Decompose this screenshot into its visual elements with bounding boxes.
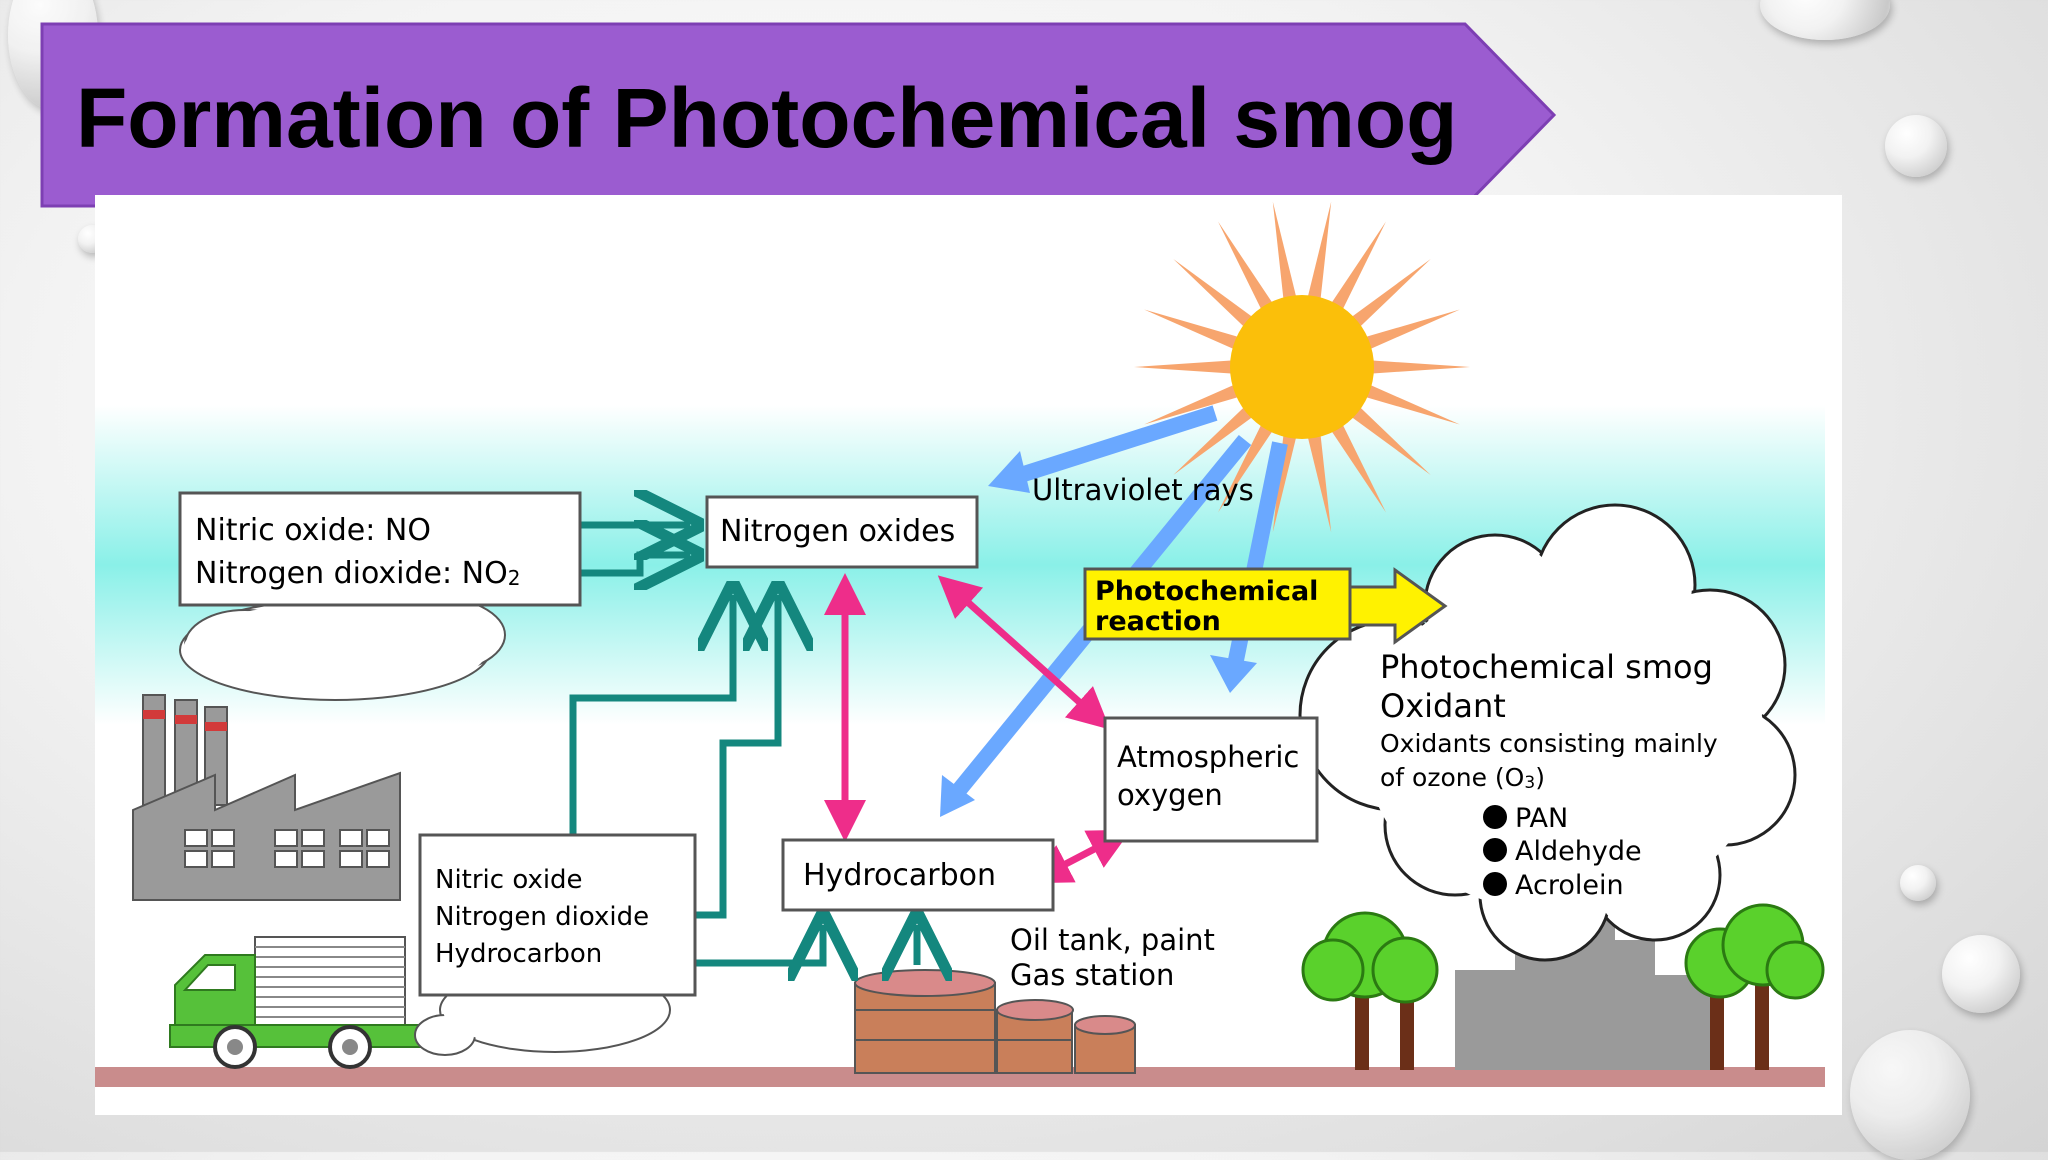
emission-arrows [569,525,917,965]
sun-ray [1144,309,1249,354]
uv-ray-arrowhead [988,451,1030,493]
decorative-bubble [1900,865,1936,901]
ozone-text: of ozone (O [1380,763,1524,792]
title-banner: Formation of Photochemical smog [40,22,1558,208]
hydrocarbon-label: Hydrocarbon [803,858,996,893]
sun-ray [1355,309,1460,354]
truck [169,936,421,1069]
sun-ray [1144,380,1249,425]
sun [1134,201,1470,533]
sun-ray [1134,359,1243,375]
emission-cloud-fill [183,598,502,697]
hydrocarbon-box: Hydrocarbon [781,838,1055,912]
decorative-bubble [1885,115,1947,177]
sun-ray [1218,221,1279,319]
nitrogen-oxides-label: Nitrogen oxides [720,514,955,549]
trees [1301,903,1825,1070]
aldehyde-label: Aldehyde [1515,836,1642,867]
bullet-icon [1483,838,1507,862]
sun-rays [1134,201,1470,533]
no2-subscript: 2 [508,566,521,590]
uv-ray-arrowhead [1210,655,1257,693]
vehicle-nitric-oxide-label: Nitric oxide [435,865,583,895]
vehicle-hydrocarbon-label: Hydrocarbon [435,939,602,969]
truck-cargo-lines [255,946,405,1018]
factory-emissions-box: Nitric oxide: NO Nitrogen dioxide: NO2 [178,491,582,607]
vehicle-nitrogen-dioxide-label: Nitrogen dioxide [435,902,649,932]
sun-ray [1218,415,1279,513]
reaction-arrow [1348,567,1448,645]
arrow-nitrogen-oxides-oxygen [937,575,1111,730]
sun-disc [1230,295,1374,439]
smog-formation-diagram: Ultraviolet rays [95,195,1842,1115]
sun-ray [1325,415,1386,513]
photochemical-label: Photochemical [1095,576,1318,607]
photochemical-smog-cloud [1298,503,1797,962]
decorative-bubble [1760,0,1890,40]
smog-title-label: Photochemical smog [1380,648,1713,686]
atmospheric-oxygen-box: Atmospheric oxygen [1103,716,1319,843]
acrolein-label: Acrolein [1515,870,1624,901]
sun-ray [1173,259,1261,335]
uv-ray-arrow [1002,405,1218,488]
oxidant-label: Oxidant [1380,687,1506,725]
smog-text-block: Photochemical smog Oxidant Oxidants cons… [1380,648,1718,901]
sun-ray [1343,399,1431,475]
pan-label: PAN [1515,803,1568,834]
oil-tanks [854,969,1136,1074]
decorative-bubble [1942,935,2020,1013]
nitric-oxide-no-label: Nitric oxide: NO [195,513,431,548]
uv-ray-arrowhead [940,775,975,817]
gas-station-label: Gas station [1010,958,1174,992]
nitrogen-dioxide-no2-label: Nitrogen dioxide: NO2 [195,556,520,591]
atmospheric-label: Atmospheric [1117,740,1299,774]
diagram-canvas: Ultraviolet rays [95,195,1842,1115]
oil-tank-paint-label: Oil tank, paint [1010,923,1215,957]
sun-ray [1325,221,1386,319]
title-banner-shape [40,22,1557,208]
oxygen-label: oxygen [1117,778,1223,812]
vehicle-emissions-box: Nitric oxide Nitrogen dioxide Hydrocarbo… [418,833,697,997]
reaction-label: reaction [1095,606,1221,637]
oxidants-line1-label: Oxidants consisting mainly [1380,729,1718,758]
ozone-close: ) [1535,763,1545,792]
decorative-bubble [1850,1030,1970,1160]
arrow-no2-to-nitrogen-oxides [580,555,690,573]
sun-ray [1272,424,1299,533]
nitrogen-oxides-box: Nitrogen oxides [705,495,979,569]
oxidants-line2-label: of ozone (O3) [1380,763,1545,793]
ozone-subscript: 3 [1524,773,1535,793]
sun-ray [1305,201,1332,310]
sun-ray [1343,259,1431,335]
bullet-icon [1483,805,1507,829]
photochemical-reaction-box: Photochemical reaction [1083,567,1448,645]
bullet-icon [1483,872,1507,896]
arrow-vehicle-no2-to-nitrogen-oxides [695,595,778,919]
factory [132,694,401,901]
ground [95,1067,1825,1087]
sun-ray [1355,380,1460,425]
slide-title: Formation of Photochemical smog [76,71,1458,165]
no2-text: Nitrogen dioxide: NO [195,556,508,591]
sun-ray [1173,399,1261,475]
arrow-vehicle-hydrocarbon-to-hydrocarbon [648,925,823,963]
arrow-vehicle-no-to-nitrogen-oxides [569,595,733,835]
sun-ray [1361,359,1470,375]
sun-ray [1305,424,1332,533]
ultraviolet-rays-label: Ultraviolet rays [1032,473,1254,507]
sun-ray [1272,201,1299,310]
